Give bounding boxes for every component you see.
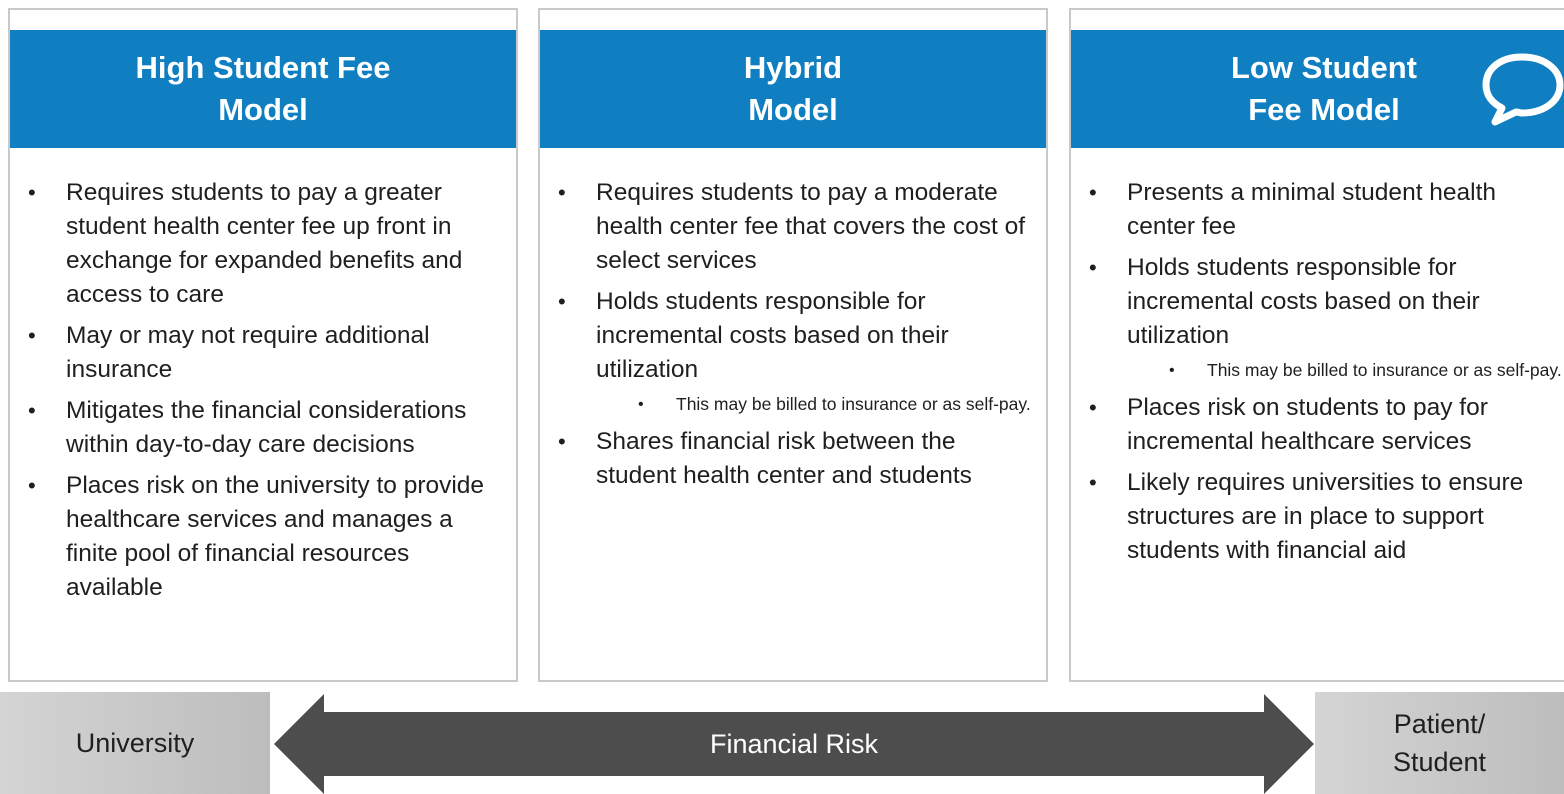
- model-panel-hybrid: Hybrid Model • Requires students to pay …: [538, 8, 1048, 682]
- bullet-dot-icon: •: [1089, 180, 1097, 205]
- panel-title: High Student Fee Model: [98, 47, 428, 131]
- bullet-item: • May or may not require additional insu…: [10, 319, 516, 387]
- bullet-item: • Holds students responsible for increme…: [540, 285, 1046, 418]
- title-line: Model: [748, 92, 838, 127]
- bullet-text: Holds students responsible for increment…: [596, 288, 949, 383]
- bullet-text: Requires students to pay a moderate heal…: [596, 179, 1026, 274]
- bullet-text: Places risk on students to pay for incre…: [1127, 394, 1488, 455]
- sub-bullet-list: • This may be billed to insurance or as …: [1127, 357, 1563, 384]
- title-line: High Student Fee: [135, 50, 391, 85]
- bullet-dot-icon: •: [28, 180, 36, 205]
- bullet-item: • Presents a minimal student health cent…: [1071, 176, 1564, 244]
- bullet-dot-icon: •: [28, 323, 36, 348]
- bullet-item: • Requires students to pay a moderate he…: [540, 176, 1046, 278]
- financial-risk-double-arrow-icon: [274, 694, 1314, 794]
- bullet-text: Presents a minimal student health center…: [1127, 179, 1497, 240]
- panel-header: Low Student Fee Model: [1071, 30, 1564, 148]
- title-line: Hybrid: [743, 50, 843, 85]
- sub-bullet-item: • This may be billed to insurance or as …: [596, 391, 1032, 418]
- university-end-box: University: [0, 692, 270, 794]
- bullet-item: • Shares financial risk between the stud…: [540, 425, 1046, 493]
- bullet-text: Shares financial risk between the studen…: [596, 428, 972, 489]
- bullet-text: Likely requires universities to ensure s…: [1127, 469, 1524, 564]
- title-line: Model: [218, 92, 308, 127]
- bullet-dot-icon: •: [558, 180, 566, 205]
- sub-bullet-text: This may be billed to insurance or as se…: [1207, 360, 1562, 380]
- panel-title: Low Student Fee Model: [1159, 47, 1489, 131]
- bullet-dot-icon: •: [1089, 470, 1097, 495]
- panel-header: Hybrid Model: [540, 30, 1046, 148]
- bullet-dot-icon: •: [1169, 362, 1175, 379]
- bullet-dot-icon: •: [28, 473, 36, 498]
- bullet-list: • Requires students to pay a greater stu…: [10, 176, 516, 612]
- bullet-text: Places risk on the university to provide…: [66, 472, 485, 601]
- model-panel-high-fee: High Student Fee Model • Requires studen…: [8, 8, 518, 682]
- bullet-dot-icon: •: [28, 398, 36, 423]
- title-line: Low Student: [1231, 50, 1417, 85]
- bullet-dot-icon: •: [638, 396, 644, 413]
- bullet-text: Mitigates the financial considerations w…: [66, 397, 467, 458]
- bullet-item: • Places risk on the university to provi…: [10, 469, 516, 605]
- bullet-dot-icon: •: [1089, 395, 1097, 420]
- model-panel-low-fee: Low Student Fee Model • Presents a minim…: [1069, 8, 1564, 682]
- bullet-item: • Likely requires universities to ensure…: [1071, 466, 1564, 568]
- sub-bullet-list: • This may be billed to insurance or as …: [596, 391, 1032, 418]
- bullet-dot-icon: •: [558, 289, 566, 314]
- university-label: University: [75, 728, 195, 758]
- bullet-item: • Mitigates the financial considerations…: [10, 394, 516, 462]
- patient-student-label: Patient/ Student: [1393, 705, 1486, 781]
- sub-bullet-text: This may be billed to insurance or as se…: [676, 394, 1031, 414]
- financial-risk-label: Financial Risk: [709, 729, 879, 759]
- chat-bubble-icon[interactable]: [1480, 52, 1564, 126]
- bullet-item: • Requires students to pay a greater stu…: [10, 176, 516, 312]
- bullet-text: Requires students to pay a greater stude…: [66, 179, 463, 308]
- label-line: Student: [1392, 747, 1487, 777]
- bullet-list: • Requires students to pay a moderate he…: [540, 176, 1046, 500]
- sub-bullet-item: • This may be billed to insurance or as …: [1127, 357, 1563, 384]
- panel-title: Hybrid Model: [628, 47, 958, 131]
- bullet-text: May or may not require additional insura…: [66, 322, 430, 383]
- bullet-text: Holds students responsible for increment…: [1127, 254, 1480, 349]
- panel-header: High Student Fee Model: [10, 30, 516, 148]
- bullet-list: • Presents a minimal student health cent…: [1071, 176, 1564, 575]
- label-line: Patient/: [1393, 709, 1486, 739]
- bullet-dot-icon: •: [558, 429, 566, 454]
- patient-student-end-box: Patient/ Student: [1315, 692, 1564, 794]
- bullet-item: • Places risk on students to pay for inc…: [1071, 391, 1564, 459]
- title-line: Fee Model: [1248, 92, 1400, 127]
- bullet-dot-icon: •: [1089, 255, 1097, 280]
- bullet-item: • Holds students responsible for increme…: [1071, 251, 1564, 384]
